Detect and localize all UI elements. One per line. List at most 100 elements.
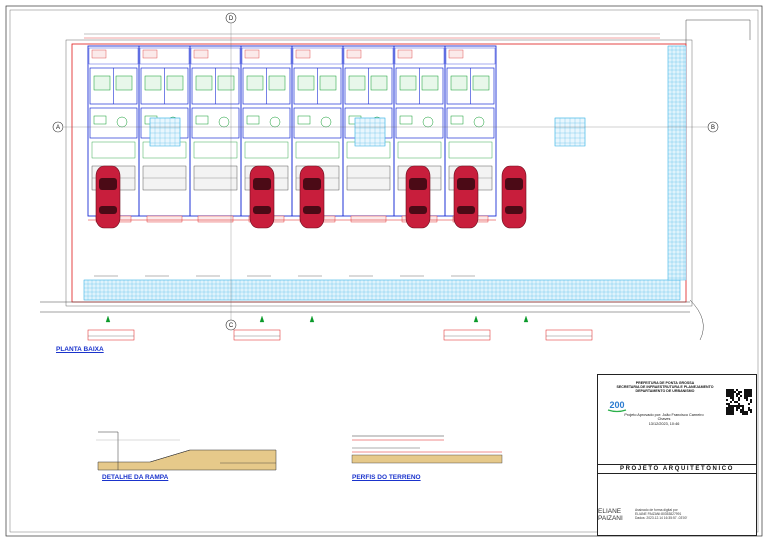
front-wall-segment — [545, 329, 593, 341]
qr-module — [740, 405, 742, 407]
qr-module — [744, 397, 746, 399]
qr-module — [748, 409, 750, 411]
qr-module — [726, 413, 728, 415]
axis-marker-circle — [707, 121, 719, 133]
sofa — [399, 115, 413, 125]
parked-car — [299, 165, 325, 229]
qr-module — [746, 411, 748, 413]
bathroom-detail — [149, 117, 181, 147]
qr-module — [728, 391, 730, 393]
sofa — [195, 115, 209, 125]
qr-module — [742, 409, 744, 411]
qr-module — [736, 389, 738, 391]
qr-module — [728, 395, 730, 397]
kitchen-counter — [244, 141, 289, 159]
car-body — [249, 165, 275, 229]
living-room — [293, 107, 342, 139]
car-body — [299, 165, 325, 229]
ramp-detail-drawing — [96, 431, 277, 471]
axis-marker-d: D — [225, 12, 237, 24]
qr-module — [728, 413, 730, 415]
laundry-area — [91, 49, 107, 59]
qr-module — [736, 395, 738, 397]
qr-module — [740, 395, 742, 397]
qr-module — [750, 399, 752, 401]
qr-module — [750, 395, 752, 397]
car-rear-window — [303, 206, 321, 214]
paving-strip — [667, 45, 687, 281]
car-rear-window — [99, 206, 117, 214]
qr-module — [736, 393, 738, 395]
bed — [370, 75, 388, 91]
front-wall-segment — [233, 329, 281, 341]
unit-tag — [146, 215, 183, 223]
backyard-area — [139, 47, 190, 65]
qr-module — [750, 389, 752, 391]
qr-module — [726, 409, 728, 411]
laundry-area — [295, 49, 311, 59]
car-rear-window — [457, 206, 475, 214]
car-windshield — [409, 178, 427, 190]
qr-module — [738, 403, 740, 405]
front-wall — [443, 329, 491, 341]
housing-unit — [189, 45, 242, 277]
axis-marker-letter: C — [229, 323, 234, 329]
qr-module — [744, 393, 746, 395]
car-rear-window — [409, 206, 427, 214]
approval-stamp: Projeto Aprovado por: João Francisco Car… — [604, 413, 724, 426]
living-room — [191, 107, 240, 139]
parked-car — [453, 165, 479, 229]
signer-name: ELIANE PAIZANI — [598, 508, 623, 522]
dining-table — [473, 116, 485, 128]
front-wall — [87, 329, 135, 341]
bed — [421, 75, 439, 91]
bathroom-detail — [354, 117, 386, 147]
approval-line: 13/12/2023, 10:46 — [648, 421, 680, 426]
paving-area — [83, 45, 687, 301]
curb-curve — [689, 299, 704, 341]
qr-module — [726, 407, 728, 409]
qr-code — [726, 389, 752, 415]
authority-line: PREFEITURA DE PONTA GROSSA — [635, 381, 695, 385]
parked-car — [501, 165, 527, 229]
kitchen-counter — [193, 141, 238, 159]
bed — [166, 75, 184, 91]
qr-module — [748, 391, 750, 393]
bed — [217, 75, 235, 91]
sofa — [246, 115, 260, 125]
qr-module — [748, 407, 750, 409]
parked-car — [95, 165, 121, 229]
qr-module — [730, 401, 732, 403]
qr-module — [728, 389, 730, 391]
qr-module — [734, 391, 736, 393]
sofa — [93, 115, 107, 125]
car-windshield — [457, 178, 475, 190]
unit-tag — [350, 215, 387, 223]
qr-module — [748, 389, 750, 391]
qr-module — [738, 405, 740, 407]
axis-marker-letter: D — [229, 16, 234, 22]
parked-car — [405, 165, 431, 229]
signature-line: Assinado de forma digital por — [635, 508, 678, 512]
qr-module — [738, 397, 740, 399]
bed — [115, 75, 133, 91]
laundry-area — [346, 49, 362, 59]
qr-module — [744, 389, 746, 391]
qr-module — [746, 391, 748, 393]
unit-tag — [197, 215, 234, 223]
neighbor-line — [685, 19, 751, 44]
housing-unit — [342, 45, 395, 277]
qr-module — [728, 405, 730, 407]
qr-module — [750, 401, 752, 403]
qr-module — [738, 407, 740, 409]
laundry-area — [397, 49, 413, 59]
qr-module — [728, 411, 730, 413]
bed — [195, 75, 213, 91]
qr-module — [740, 411, 742, 413]
car-rear-window — [505, 206, 523, 214]
bed — [319, 75, 337, 91]
bed — [297, 75, 315, 91]
sheet-inner-frame — [9, 9, 759, 533]
qr-module — [730, 407, 732, 409]
living-room — [89, 107, 138, 139]
